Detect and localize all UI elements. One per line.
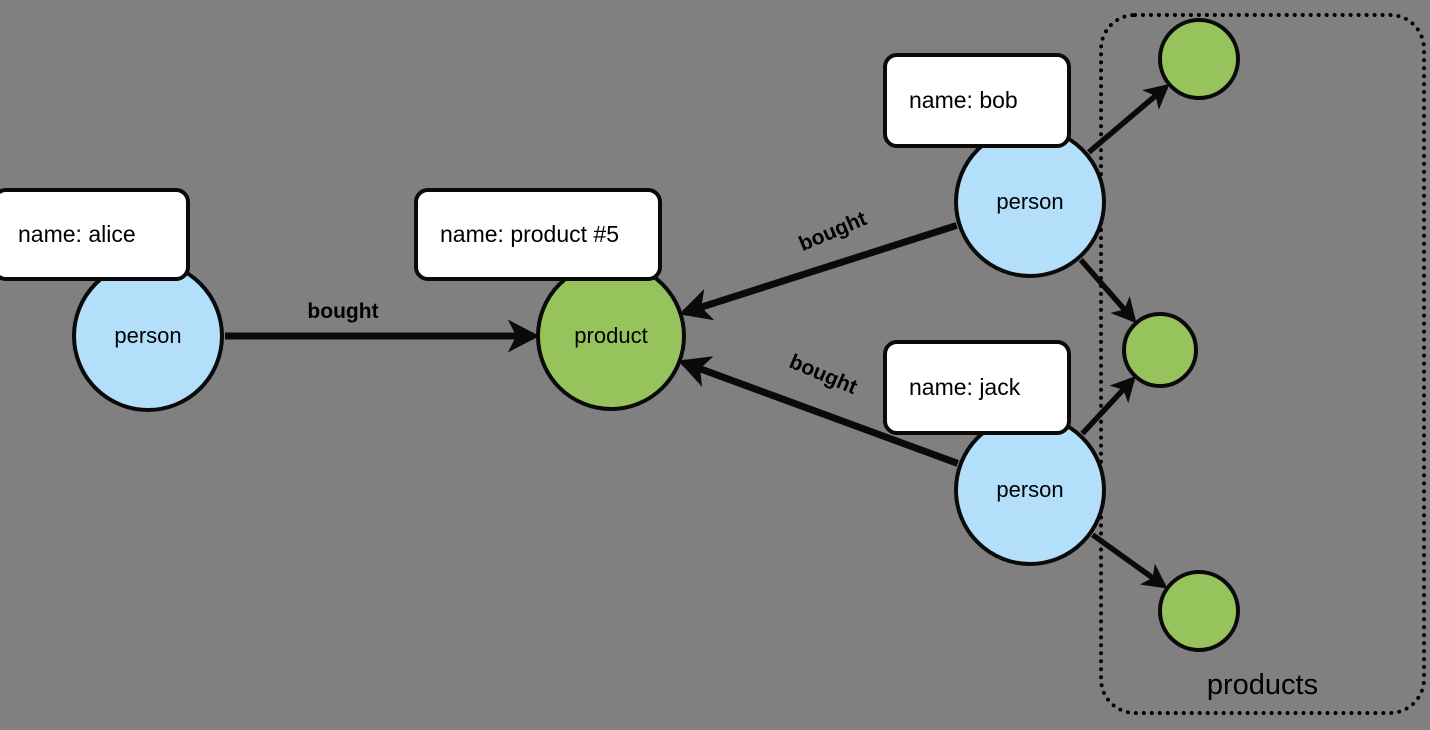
property-box-product5[interactable]: name: product #5	[414, 188, 662, 281]
edge-bob-to-prod_b	[1078, 258, 1137, 324]
edge-jack-to-product5	[678, 356, 959, 467]
property-text: name: bob	[909, 87, 1018, 113]
property-text: name: product #5	[440, 221, 620, 247]
edge-bob-to-prod_a	[1087, 84, 1170, 155]
node-product5[interactable]: product	[536, 261, 686, 411]
edge-jack-to-prod_c	[1091, 532, 1168, 589]
group-container-products_group	[1099, 13, 1426, 715]
group-label: products	[1206, 669, 1319, 701]
edge-jack-to-prod_b	[1080, 376, 1136, 436]
edge-bob-to-product5	[679, 222, 958, 321]
property-text: name: alice	[18, 221, 136, 247]
node-label: person	[996, 477, 1064, 502]
property-box-jack[interactable]: name: jack	[883, 340, 1071, 435]
node-jack[interactable]: person	[954, 414, 1106, 566]
node-label: person	[996, 189, 1064, 214]
node-prod_b[interactable]	[1122, 312, 1198, 388]
property-text: name: jack	[909, 374, 1021, 400]
node-label: product	[574, 323, 648, 348]
node-prod_a[interactable]	[1158, 18, 1240, 100]
node-bob[interactable]: person	[954, 126, 1106, 278]
node-prod_c[interactable]	[1158, 570, 1240, 652]
property-box-alice[interactable]: name: alice	[0, 188, 190, 281]
property-box-bob[interactable]: name: bob	[883, 53, 1071, 148]
edge-label-alice-to-product5: bought	[307, 300, 379, 323]
node-label: person	[114, 323, 182, 348]
node-alice[interactable]: person	[72, 260, 224, 412]
